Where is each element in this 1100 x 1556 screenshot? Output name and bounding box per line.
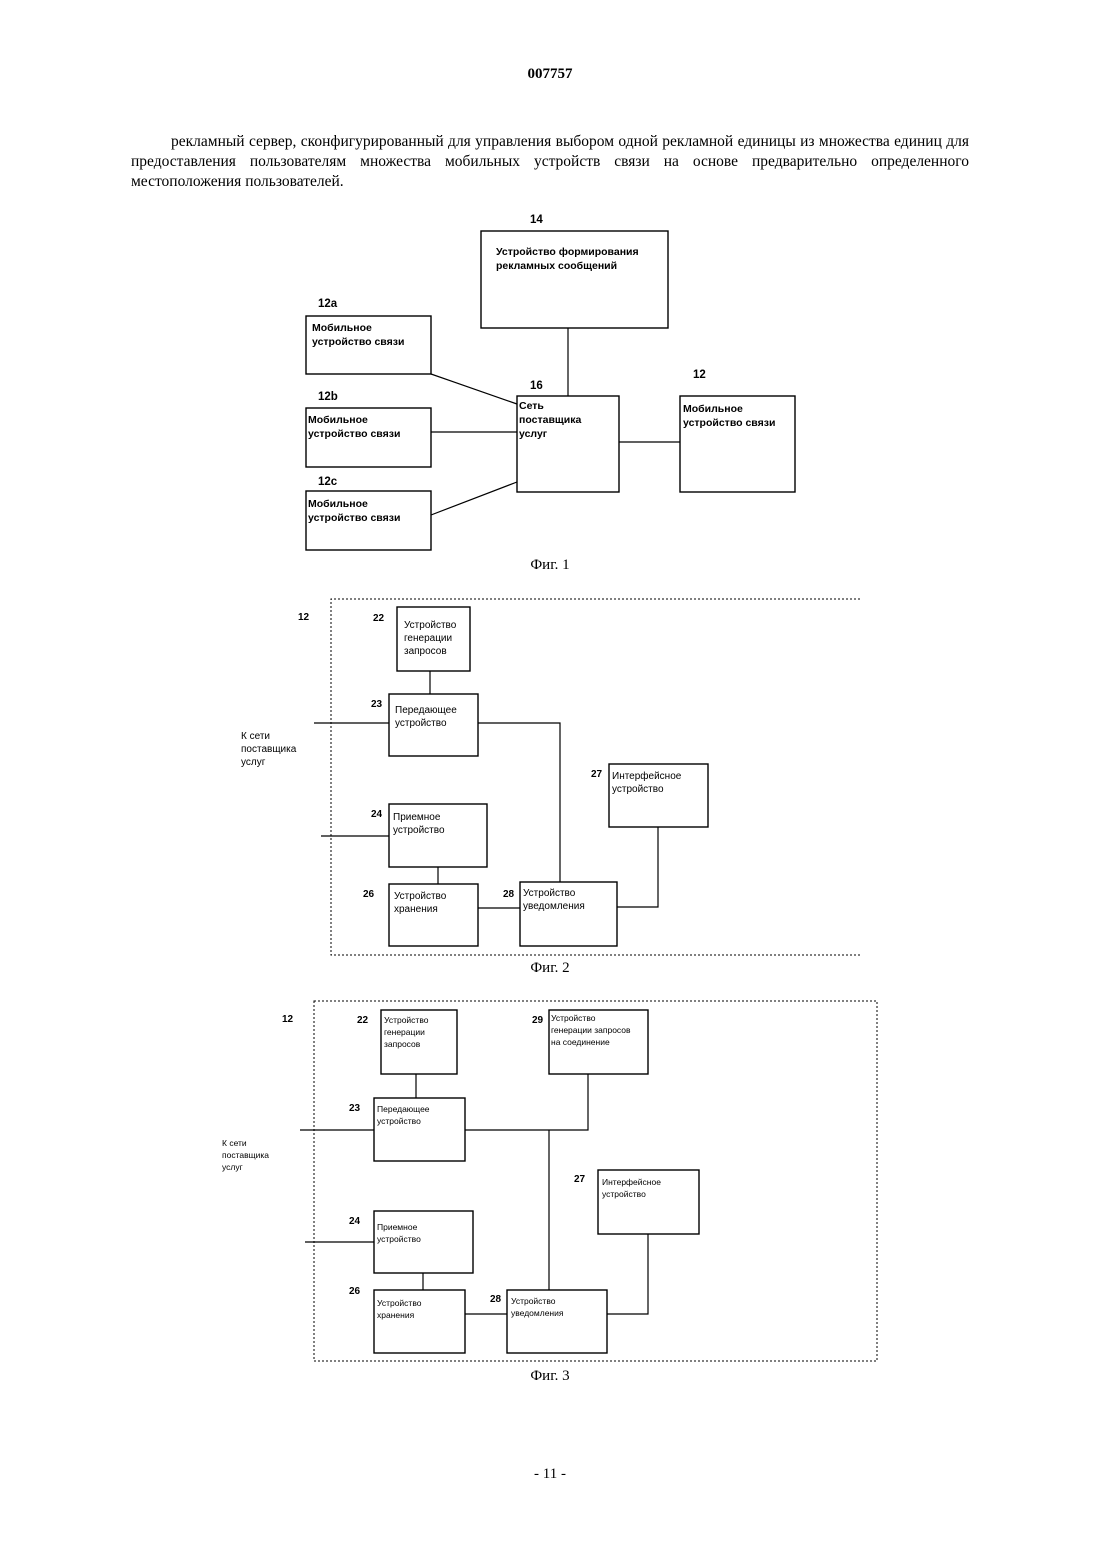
- mobile-12a-label-1: Мобильное: [312, 322, 372, 334]
- transmitter-label-1-fig3: Передающее: [377, 1104, 430, 1114]
- ad-generator-label-2: рекламных сообщений: [496, 260, 617, 272]
- receiver-ref: 24: [371, 809, 383, 820]
- mobile-12a-ref: 12a: [318, 298, 338, 310]
- connector-23-29-fig3: [465, 1074, 588, 1130]
- notify-label-1-fig3: Устройство: [511, 1296, 556, 1306]
- ad-generator-label-1: Устройство формирования: [496, 246, 639, 258]
- mobile-12a-label-2: устройство связи: [312, 336, 404, 348]
- figure-3: 12 К сети поставщика услуг 22 Устройство…: [222, 1001, 877, 1384]
- request-gen-label-2-fig3: генерации: [384, 1027, 425, 1037]
- network-label-1: К сети: [241, 731, 270, 742]
- network-16-label-2: поставщика: [519, 414, 581, 426]
- interface-label-2: устройство: [612, 784, 664, 795]
- request-gen-ref-fig3: 22: [357, 1015, 369, 1026]
- receiver-label-2-fig3: устройство: [377, 1234, 421, 1244]
- receiver-ref-fig3: 24: [349, 1216, 361, 1227]
- network-16-ref: 16: [530, 380, 543, 392]
- network-16-label-3: услуг: [519, 428, 548, 440]
- figure-1-caption: Фиг. 1: [530, 557, 569, 573]
- ad-generator-ref: 14: [530, 214, 543, 226]
- network-label-2-fig3: поставщика: [222, 1150, 269, 1160]
- request-gen-label-3: запросов: [404, 646, 447, 657]
- receiver-label-1: Приемное: [393, 812, 441, 823]
- request-gen-label-1: Устройство: [404, 620, 457, 631]
- receiver-label-2: устройство: [393, 825, 445, 836]
- interface-label-1: Интерфейсное: [612, 770, 682, 782]
- mobile-12-ref: 12: [693, 369, 706, 381]
- figure-3-caption: Фиг. 3: [530, 1368, 569, 1384]
- device-12-ref-fig3: 12: [282, 1014, 294, 1025]
- interface-label-2-fig3: устройство: [602, 1189, 646, 1199]
- mobile-12b-label-2: устройство связи: [308, 428, 400, 440]
- connector-27-28: [617, 827, 658, 907]
- network-label-3-fig3: услуг: [222, 1162, 243, 1172]
- transmitter-label-2: устройство: [395, 718, 447, 729]
- receiver-label-1-fig3: Приемное: [377, 1222, 418, 1232]
- mobile-12b-ref: 12b: [318, 391, 338, 403]
- request-gen-ref: 22: [373, 613, 385, 624]
- connect-gen-label-2-fig3: генерации запросов: [551, 1025, 631, 1035]
- device-12-ref: 12: [298, 612, 310, 623]
- mobile-12c-label-1: Мобильное: [308, 498, 368, 510]
- mobile-12-label-2: устройство связи: [683, 417, 775, 429]
- storage-label-2-fig3: хранения: [377, 1310, 415, 1320]
- notify-label-2-fig3: уведомления: [511, 1308, 564, 1318]
- request-gen-label-2: генерации: [404, 633, 452, 644]
- page-number: - 11 -: [0, 1466, 1100, 1483]
- mobile-12c-label-2: устройство связи: [308, 512, 400, 524]
- connector-27-28-fig3: [607, 1234, 648, 1314]
- storage-ref: 26: [363, 889, 375, 900]
- storage-label-2: хранения: [394, 904, 438, 915]
- network-label-2: поставщика: [241, 744, 297, 755]
- storage-label-1-fig3: Устройство: [377, 1298, 422, 1308]
- storage-label-1: Устройство: [394, 891, 447, 902]
- request-gen-label-3-fig3: запросов: [384, 1039, 421, 1049]
- connector-23-28: [478, 723, 560, 882]
- connect-gen-label-3-fig3: на соединение: [551, 1037, 610, 1047]
- interface-ref: 27: [591, 769, 603, 780]
- interface-ref-fig3: 27: [574, 1174, 586, 1185]
- transmitter-label-1: Передающее: [395, 705, 457, 716]
- figure-1: 14 Устройство формирования рекламных соо…: [306, 214, 795, 573]
- connect-gen-ref-fig3: 29: [532, 1015, 544, 1026]
- connect-gen-label-1-fig3: Устройство: [551, 1013, 596, 1023]
- transmitter-label-2-fig3: устройство: [377, 1116, 421, 1126]
- transmitter-ref-fig3: 23: [349, 1103, 361, 1114]
- mobile-12b-label-1: Мобильное: [308, 414, 368, 426]
- mobile-12-label-1: Мобильное: [683, 403, 743, 415]
- network-label-1-fig3: К сети: [222, 1138, 247, 1148]
- figure-2: 12 К сети поставщика услуг 22 Устройство…: [241, 599, 860, 976]
- mobile-12c-ref: 12c: [318, 476, 338, 488]
- notify-label-2: уведомления: [523, 901, 585, 912]
- network-16-label-1: Сеть: [519, 400, 544, 412]
- request-gen-label-1-fig3: Устройство: [384, 1015, 429, 1025]
- connector-12c-16: [431, 482, 517, 515]
- notify-ref: 28: [503, 889, 515, 900]
- notify-ref-fig3: 28: [490, 1294, 502, 1305]
- notify-label-1: Устройство: [523, 888, 576, 899]
- storage-ref-fig3: 26: [349, 1286, 361, 1297]
- transmitter-ref: 23: [371, 699, 383, 710]
- network-label-3: услуг: [241, 757, 266, 768]
- connector-12a-16: [431, 374, 517, 404]
- interface-label-1-fig3: Интерфейсное: [602, 1177, 661, 1187]
- figure-2-caption: Фиг. 2: [530, 960, 569, 976]
